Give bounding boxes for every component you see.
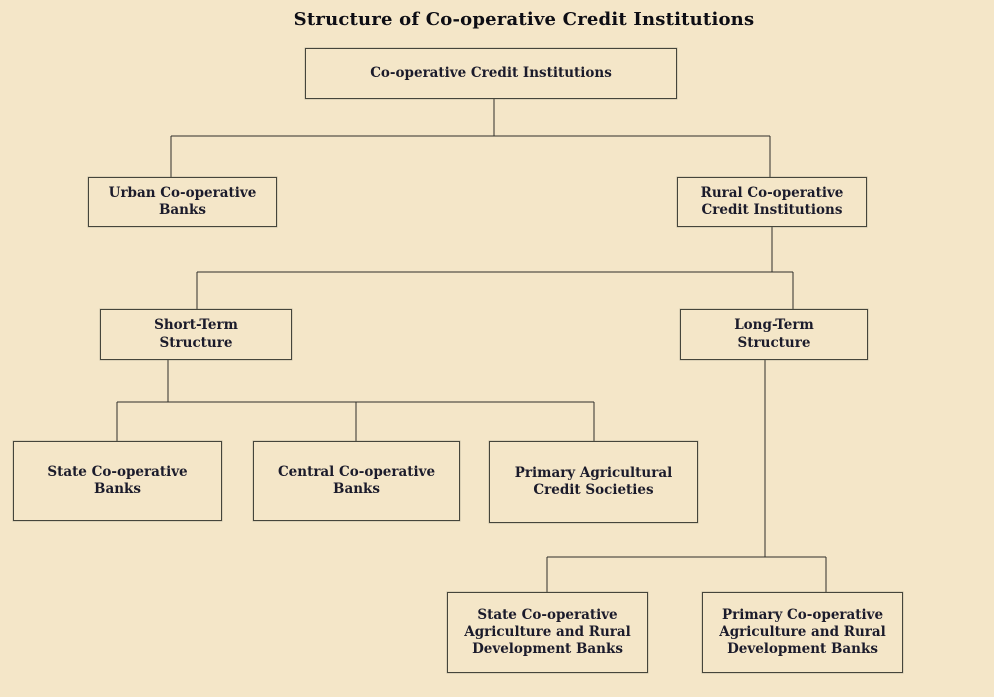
node-state-coop-agriculture-rural-development-banks: State Co-operative Agriculture and Rural… — [447, 592, 648, 673]
node-urban-cooperative-banks: Urban Co-operative Banks — [88, 177, 277, 227]
chart-title: Structure of Co-operative Credit Institu… — [293, 9, 755, 30]
node-primary-agricultural-credit-societies: Primary Agricultural Credit Societies — [489, 441, 698, 523]
node-central-cooperative-banks: Central Co-operative Banks — [253, 441, 460, 521]
node-label: State Co-operative Banks — [47, 463, 188, 497]
node-label: Primary Agricultural Credit Societies — [514, 464, 673, 498]
node-label: Rural Co-operative Credit Institutions — [700, 184, 844, 218]
node-cooperative-credit-institutions: Co-operative Credit Institutions — [305, 48, 677, 99]
connector-root-to-level1 — [170, 99, 771, 177]
connector-shortterm-to-children — [116, 360, 595, 441]
node-label: Long-Term Structure — [734, 317, 814, 351]
node-label: Primary Co-operative Agriculture and Rur… — [719, 606, 886, 658]
node-short-term-structure: Short-Term Structure — [100, 309, 292, 360]
node-label: Central Co-operative Banks — [277, 463, 436, 497]
connector-rural-to-level2 — [196, 227, 794, 309]
node-state-cooperative-banks: State Co-operative Banks — [13, 441, 222, 521]
node-label: Urban Co-operative Banks — [108, 184, 257, 218]
node-rural-cooperative-credit-institutions: Rural Co-operative Credit Institutions — [677, 177, 867, 227]
node-long-term-structure: Long-Term Structure — [680, 309, 868, 360]
node-label: Co-operative Credit Institutions — [370, 64, 612, 81]
node-label: State Co-operative Agriculture and Rural… — [464, 606, 631, 658]
node-label: Short-Term Structure — [154, 317, 238, 351]
node-primary-coop-agriculture-rural-development-banks: Primary Co-operative Agriculture and Rur… — [702, 592, 903, 673]
